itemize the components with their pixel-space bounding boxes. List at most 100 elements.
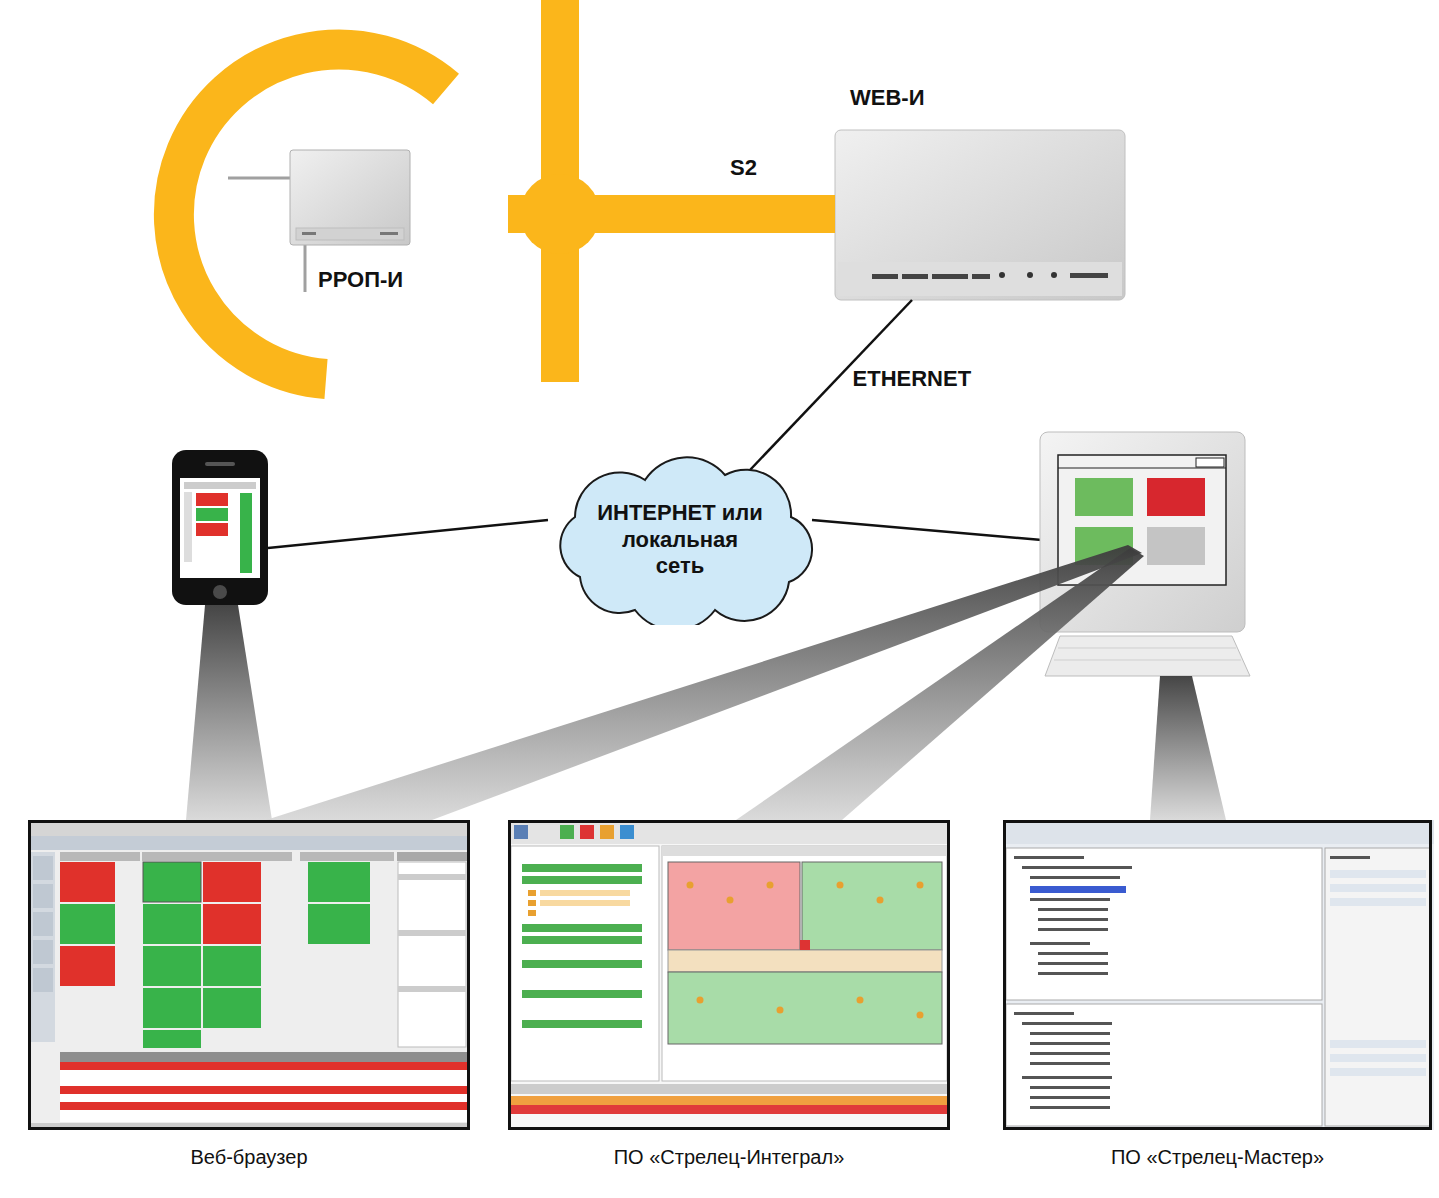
map-room <box>802 862 942 950</box>
tree-line <box>1030 1086 1110 1089</box>
map-room <box>668 862 800 950</box>
screenshot-icon <box>620 825 634 839</box>
device-mark <box>380 232 398 235</box>
device-label: WEB-И <box>850 85 1140 111</box>
screenshot-ui <box>1003 820 1434 1130</box>
screenshot-row <box>522 924 642 932</box>
antenna <box>228 177 292 180</box>
screenshot-tile <box>203 904 261 944</box>
screenshot-ui <box>398 930 466 936</box>
tree-line <box>1038 952 1108 955</box>
screenshot-row <box>508 1105 950 1114</box>
device-mark <box>1070 273 1108 278</box>
phone-ui <box>196 523 228 536</box>
screenshot-ui <box>508 820 950 844</box>
screenshot-ui <box>398 874 466 880</box>
screenshot-ui <box>398 862 466 1047</box>
map-room <box>668 972 942 1044</box>
screenshot-row <box>1330 898 1426 906</box>
tree-line <box>1038 918 1108 921</box>
phone-ui <box>240 493 252 573</box>
screenshot-tile <box>203 988 261 1028</box>
screenshot-tile <box>143 1030 201 1048</box>
screenshot-ui <box>28 820 470 1130</box>
network-line <box>268 520 548 548</box>
bus-arc <box>174 50 446 379</box>
phone-screen <box>180 478 260 578</box>
map-icon <box>727 897 734 904</box>
screenshot-row <box>1330 870 1426 878</box>
cloud-outline <box>560 457 812 625</box>
screenshot-row <box>60 1062 468 1070</box>
screenshot-row <box>508 1096 950 1105</box>
screenshot-row <box>522 864 642 872</box>
screenshot-icon <box>528 890 536 896</box>
edge-label: ETHERNET <box>851 366 974 392</box>
screenshot-tile <box>143 988 201 1028</box>
screenshot-caption: Веб-браузер <box>31 1145 467 1169</box>
device-mark <box>872 274 898 279</box>
device-led <box>999 272 1005 278</box>
screenshot-tile <box>203 862 261 902</box>
tree-selection <box>1030 886 1126 893</box>
phone-speaker <box>205 462 235 466</box>
screenshot-caption: ПО «Стрелец-Интеграл» <box>511 1145 947 1169</box>
device-strip <box>296 228 404 240</box>
screenshot-icon <box>580 825 594 839</box>
device-housing <box>835 130 1125 300</box>
tree-line <box>1030 876 1120 879</box>
tree-line <box>1030 898 1110 901</box>
device-node: РРОП-И <box>228 145 508 305</box>
screenshot-box: ПО «Стрелец-Мастер» <box>1003 820 1432 1130</box>
edge-label-anchor: ETHERNET <box>851 366 974 392</box>
screenshot-ui <box>60 1052 468 1062</box>
view-beam <box>186 605 272 820</box>
keyboard-keys <box>1054 660 1241 661</box>
screenshot-ui <box>397 852 467 861</box>
screenshot-ui <box>1006 848 1322 1000</box>
screenshot-tile <box>143 862 201 902</box>
tree-line <box>1022 866 1132 869</box>
screenshot-icon <box>528 900 536 906</box>
antenna <box>304 245 307 292</box>
screenshot-caption: ПО «Стрелец-Мастер» <box>1006 1145 1429 1169</box>
tree-line <box>1030 1042 1110 1045</box>
screenshot-tile <box>143 904 201 944</box>
screenshot-ui <box>33 856 53 880</box>
phone-button <box>213 585 227 599</box>
screenshot-row <box>522 876 642 884</box>
screenshot-ui <box>300 852 394 861</box>
screenshot-row <box>1330 1068 1426 1076</box>
screenshot-ui <box>33 940 53 964</box>
screenshot-ui <box>511 846 659 1081</box>
view-beam <box>736 548 1144 820</box>
keyboard-keys <box>1058 648 1236 649</box>
device-label: РРОП-И <box>318 267 598 293</box>
screenshot-tile <box>60 862 115 902</box>
device-led <box>1051 272 1057 278</box>
tree-line <box>1022 1022 1112 1025</box>
screenshot-ui <box>33 912 53 936</box>
screenshot-row <box>60 1094 468 1102</box>
edge-label-anchor: S2 <box>728 155 759 181</box>
network-cloud: ИНТЕРНЕТ или локальная сеть <box>535 455 825 625</box>
phone-ui <box>196 493 228 506</box>
map-icon <box>800 940 810 950</box>
device-mark <box>902 274 928 279</box>
phone-ui <box>184 492 192 562</box>
screenshot-ui <box>60 852 140 861</box>
screenshot-row <box>60 1110 468 1122</box>
keyboard <box>1045 636 1250 676</box>
screenshot-tile <box>308 862 370 902</box>
screenshot-row <box>60 1102 468 1110</box>
cloud-label: ИНТЕРНЕТ или локальная сеть <box>597 500 763 579</box>
screenshot-row <box>522 960 642 968</box>
tree-line <box>1014 856 1084 859</box>
screenshot-ui <box>508 1084 950 1094</box>
screenshot-box: ПО «Стрелец-Интеграл» <box>508 820 950 1130</box>
device-mark <box>972 274 990 279</box>
screenshot-row <box>540 890 630 896</box>
screenshot-ui <box>662 846 947 856</box>
map-icon <box>697 997 704 1004</box>
screenshot-row <box>522 936 642 944</box>
